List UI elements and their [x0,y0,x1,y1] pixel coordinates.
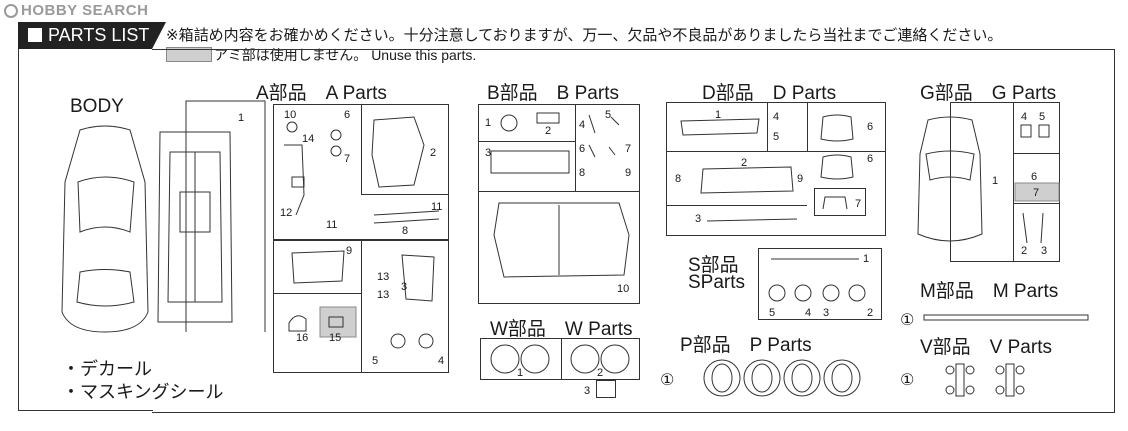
frame-bottom-edge [18,410,153,411]
m-parts-title: M部品 M Parts [920,281,1059,302]
body-leader-lines [185,100,266,332]
w-parts-title: W部品 W Parts [490,319,633,340]
body-illustration [61,125,233,333]
w-parts-sprue: 1 2 [480,338,640,380]
d-parts-sprue-small: 7 [814,188,866,216]
p-parts-count: ① [660,372,675,389]
m-parts-count: ① [900,312,915,329]
main-frame [152,49,1115,413]
b-parts-title: B部品 B Parts [487,83,619,104]
v-parts-pieces [945,363,1025,397]
a-parts-sprue: 10 6 14 7 2 12 11 11 8 [273,104,449,240]
masking-seal-label: ・マスキングシール [62,382,224,402]
watermark: HOBBY SEARCH [4,2,148,19]
part-number: 1 [238,112,245,124]
a-parts-title: A部品 A Parts [256,83,387,104]
d-parts-title: D部品 D Parts [702,83,837,104]
g-parts-body-illustration [917,116,983,242]
v-parts-count: ① [900,372,915,389]
notice-text: ※箱詰め内容をお確かめください。十分注意しておりますが、万一、欠品や不良品があり… [166,27,1003,44]
g-parts-title: G部品 G Parts [920,83,1057,104]
w-parts-small [596,380,616,398]
body-title: BODY [70,96,124,117]
parts-list-label: PARTS LIST [18,22,166,49]
m-parts-rod [923,314,1089,321]
unuse-text: アミ部は使用しません。 Unuse this parts. [214,47,477,63]
a-parts-sprue-lower: 9 13 13 3 16 15 5 4 [273,240,449,373]
s-parts-title-jp: S部品 [688,255,739,276]
s-parts-sprue: 1 5 4 3 2 [758,248,882,320]
b-parts-sprue: 1 2 4 5 6 7 3 8 9 10 [478,104,640,304]
p-parts-title: P部品 P Parts [680,335,812,356]
g-parts-sprue: 4 5 6 7 2 3 [950,102,1060,262]
v-parts-title: V部品 V Parts [920,337,1052,358]
p-parts-tires [703,359,861,397]
watermark-logo-icon [4,4,18,18]
square-icon [28,28,42,42]
s-parts-title-en: SParts [688,272,746,293]
unuse-swatch [166,47,212,62]
decal-label: ・デカール [62,359,152,379]
frame-left-edge [18,49,19,411]
